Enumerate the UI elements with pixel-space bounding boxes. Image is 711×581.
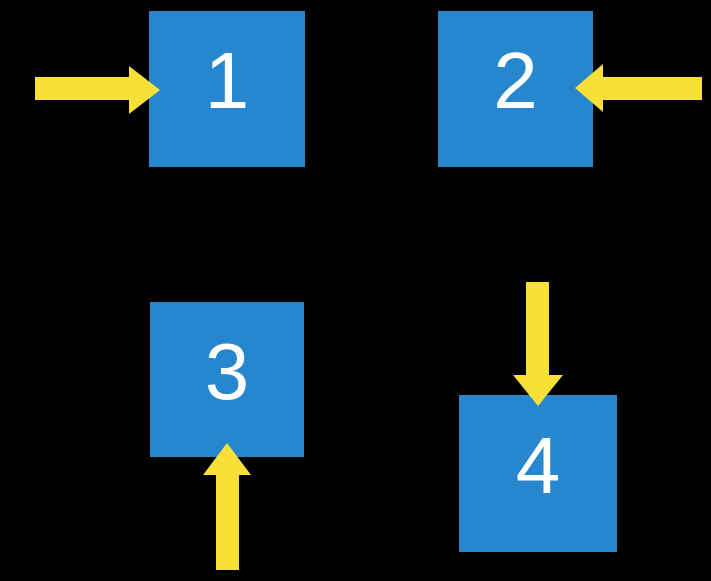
arrow-left-head-icon <box>575 64 603 112</box>
arrow-shaft <box>603 77 702 100</box>
box-1-label: 1 <box>204 36 250 125</box>
box-2-label: 2 <box>493 36 538 125</box>
arrow-up-head-icon <box>203 443 251 475</box>
box-3-label: 3 <box>204 326 250 416</box>
numbered-box-2: 2 <box>438 11 593 167</box>
arrow-shaft <box>526 282 549 376</box>
arrow-right-head-icon <box>129 66 160 114</box>
arrow-shaft <box>35 77 129 100</box>
arrow-down-head-icon <box>513 375 563 406</box>
numbered-box-1: 1 <box>149 11 305 167</box>
arrow-shaft <box>216 474 239 570</box>
numbered-box-4: 4 <box>459 395 617 552</box>
numbered-box-3: 3 <box>150 302 304 457</box>
box-4-label: 4 <box>515 420 561 510</box>
